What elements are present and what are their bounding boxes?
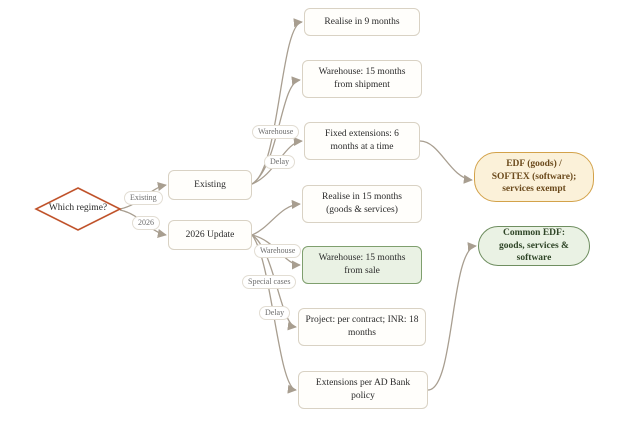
node-2026-update: 2026 Update <box>168 220 252 250</box>
node-warehouse-15-shipment: Warehouse: 15 months from shipment <box>302 60 422 98</box>
edge-label-warehouse-top: Warehouse <box>252 125 300 139</box>
edge-update-realise15 <box>251 199 301 236</box>
edge-label-special-cases: Special cases <box>242 275 297 289</box>
decision-label: Which regime? <box>48 203 108 213</box>
edge-extad-common <box>427 242 477 391</box>
edge-label-delay-top: Delay <box>264 155 296 169</box>
edge-fixedext-edf <box>419 140 473 184</box>
node-extensions-ad-bank: Extensions per AD Bank policy <box>298 371 428 409</box>
terminal-edf-softex: EDF (goods) / SOFTEX (software); service… <box>474 152 594 202</box>
node-realise-9: Realise in 9 months <box>304 8 420 36</box>
node-fixed-extensions: Fixed extensions: 6 months at a time <box>304 122 420 160</box>
node-existing: Existing <box>168 170 252 200</box>
edge-label-2026: 2026 <box>132 216 160 230</box>
node-realise-15: Realise in 15 months (goods & services) <box>302 185 422 223</box>
edge-label-delay-bottom: Delay <box>259 306 291 320</box>
edge-label-existing: Existing <box>124 191 163 205</box>
terminal-common-edf: Common EDF: goods, services & software <box>478 226 590 266</box>
edge-label-warehouse-bottom: Warehouse <box>254 244 302 258</box>
node-project-inr: Project: per contract; INR: 18 months <box>298 308 426 346</box>
decision-diamond <box>34 187 122 231</box>
node-warehouse-15-sale: Warehouse: 15 months from sale <box>302 246 422 284</box>
